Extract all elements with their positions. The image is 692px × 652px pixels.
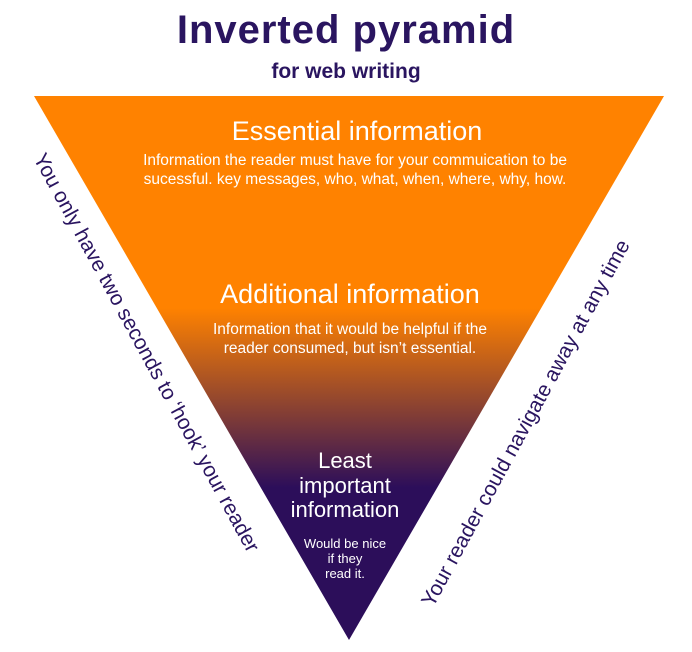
essential-description: Information the reader must have for you… xyxy=(143,152,567,188)
page-title: Inverted pyramid xyxy=(176,8,516,52)
least-important-description: Would be nice if they read it. xyxy=(303,536,387,581)
essential-heading: Essential information xyxy=(231,116,483,146)
least-important-heading: Least important information xyxy=(290,448,400,522)
pyramid-triangle xyxy=(34,96,664,640)
additional-description: Information that it would be helpful if … xyxy=(213,321,487,357)
page-subtitle: for web writing xyxy=(271,60,421,83)
additional-heading: Additional information xyxy=(220,279,480,309)
